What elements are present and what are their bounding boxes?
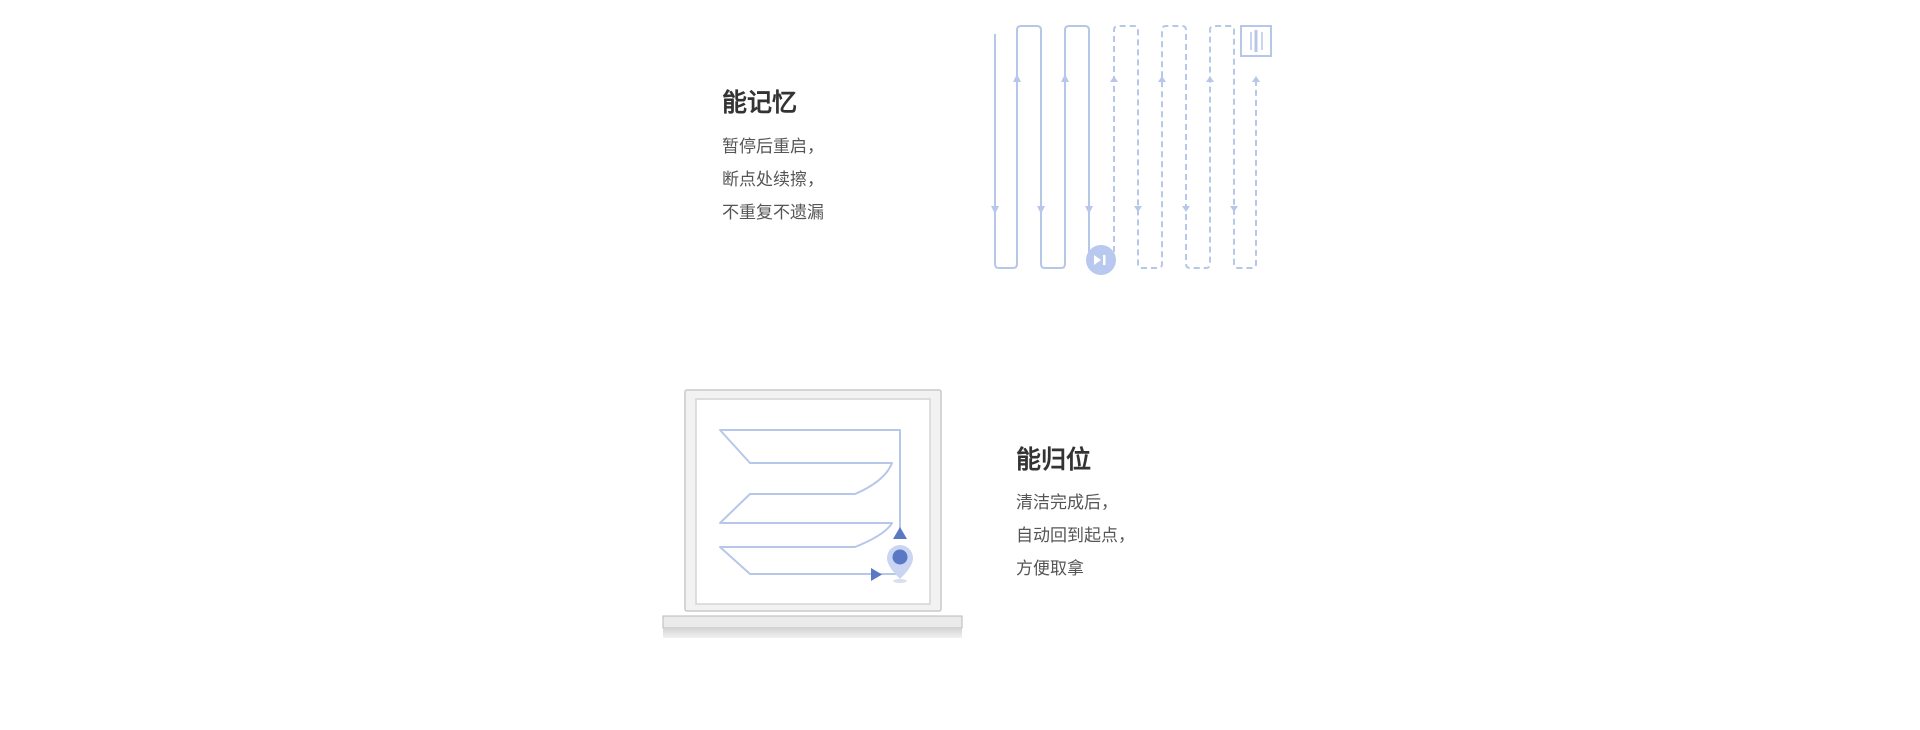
feature-memory-description: 暂停后重启， 断点处续擦， 不重复不遗漏 bbox=[722, 131, 824, 230]
path-end-arrow bbox=[871, 568, 882, 581]
location-pin-icon bbox=[887, 545, 913, 583]
return-window-illustration bbox=[662, 389, 963, 638]
feature-return-line-3: 方便取拿 bbox=[1016, 559, 1084, 579]
window-sill bbox=[662, 615, 963, 629]
window-sill-shadow bbox=[663, 628, 962, 638]
memory-cleaning-path-illustration bbox=[991, 25, 1272, 275]
cleaned-path bbox=[994, 25, 1090, 269]
return-up-arrow bbox=[893, 527, 907, 539]
feature-memory-title: 能记忆 bbox=[722, 88, 798, 117]
window-frame-icon bbox=[1240, 25, 1272, 57]
direction-arrows bbox=[991, 74, 1260, 214]
remaining-path bbox=[1113, 25, 1257, 269]
play-pause-icon bbox=[1086, 245, 1116, 275]
feature-memory-line-3: 不重复不遗漏 bbox=[722, 203, 824, 223]
window-glass bbox=[695, 398, 931, 605]
feature-return-line-2: 自动回到起点， bbox=[1016, 526, 1135, 546]
return-cleaning-path bbox=[719, 429, 903, 575]
feature-memory-line-1: 暂停后重启， bbox=[722, 137, 824, 157]
feature-return-description: 清洁完成后， 自动回到起点， 方便取拿 bbox=[1016, 487, 1135, 586]
feature-return-title: 能归位 bbox=[1016, 445, 1092, 474]
feature-memory-line-2: 断点处续擦， bbox=[722, 170, 824, 190]
feature-return-line-1: 清洁完成后， bbox=[1016, 493, 1118, 513]
